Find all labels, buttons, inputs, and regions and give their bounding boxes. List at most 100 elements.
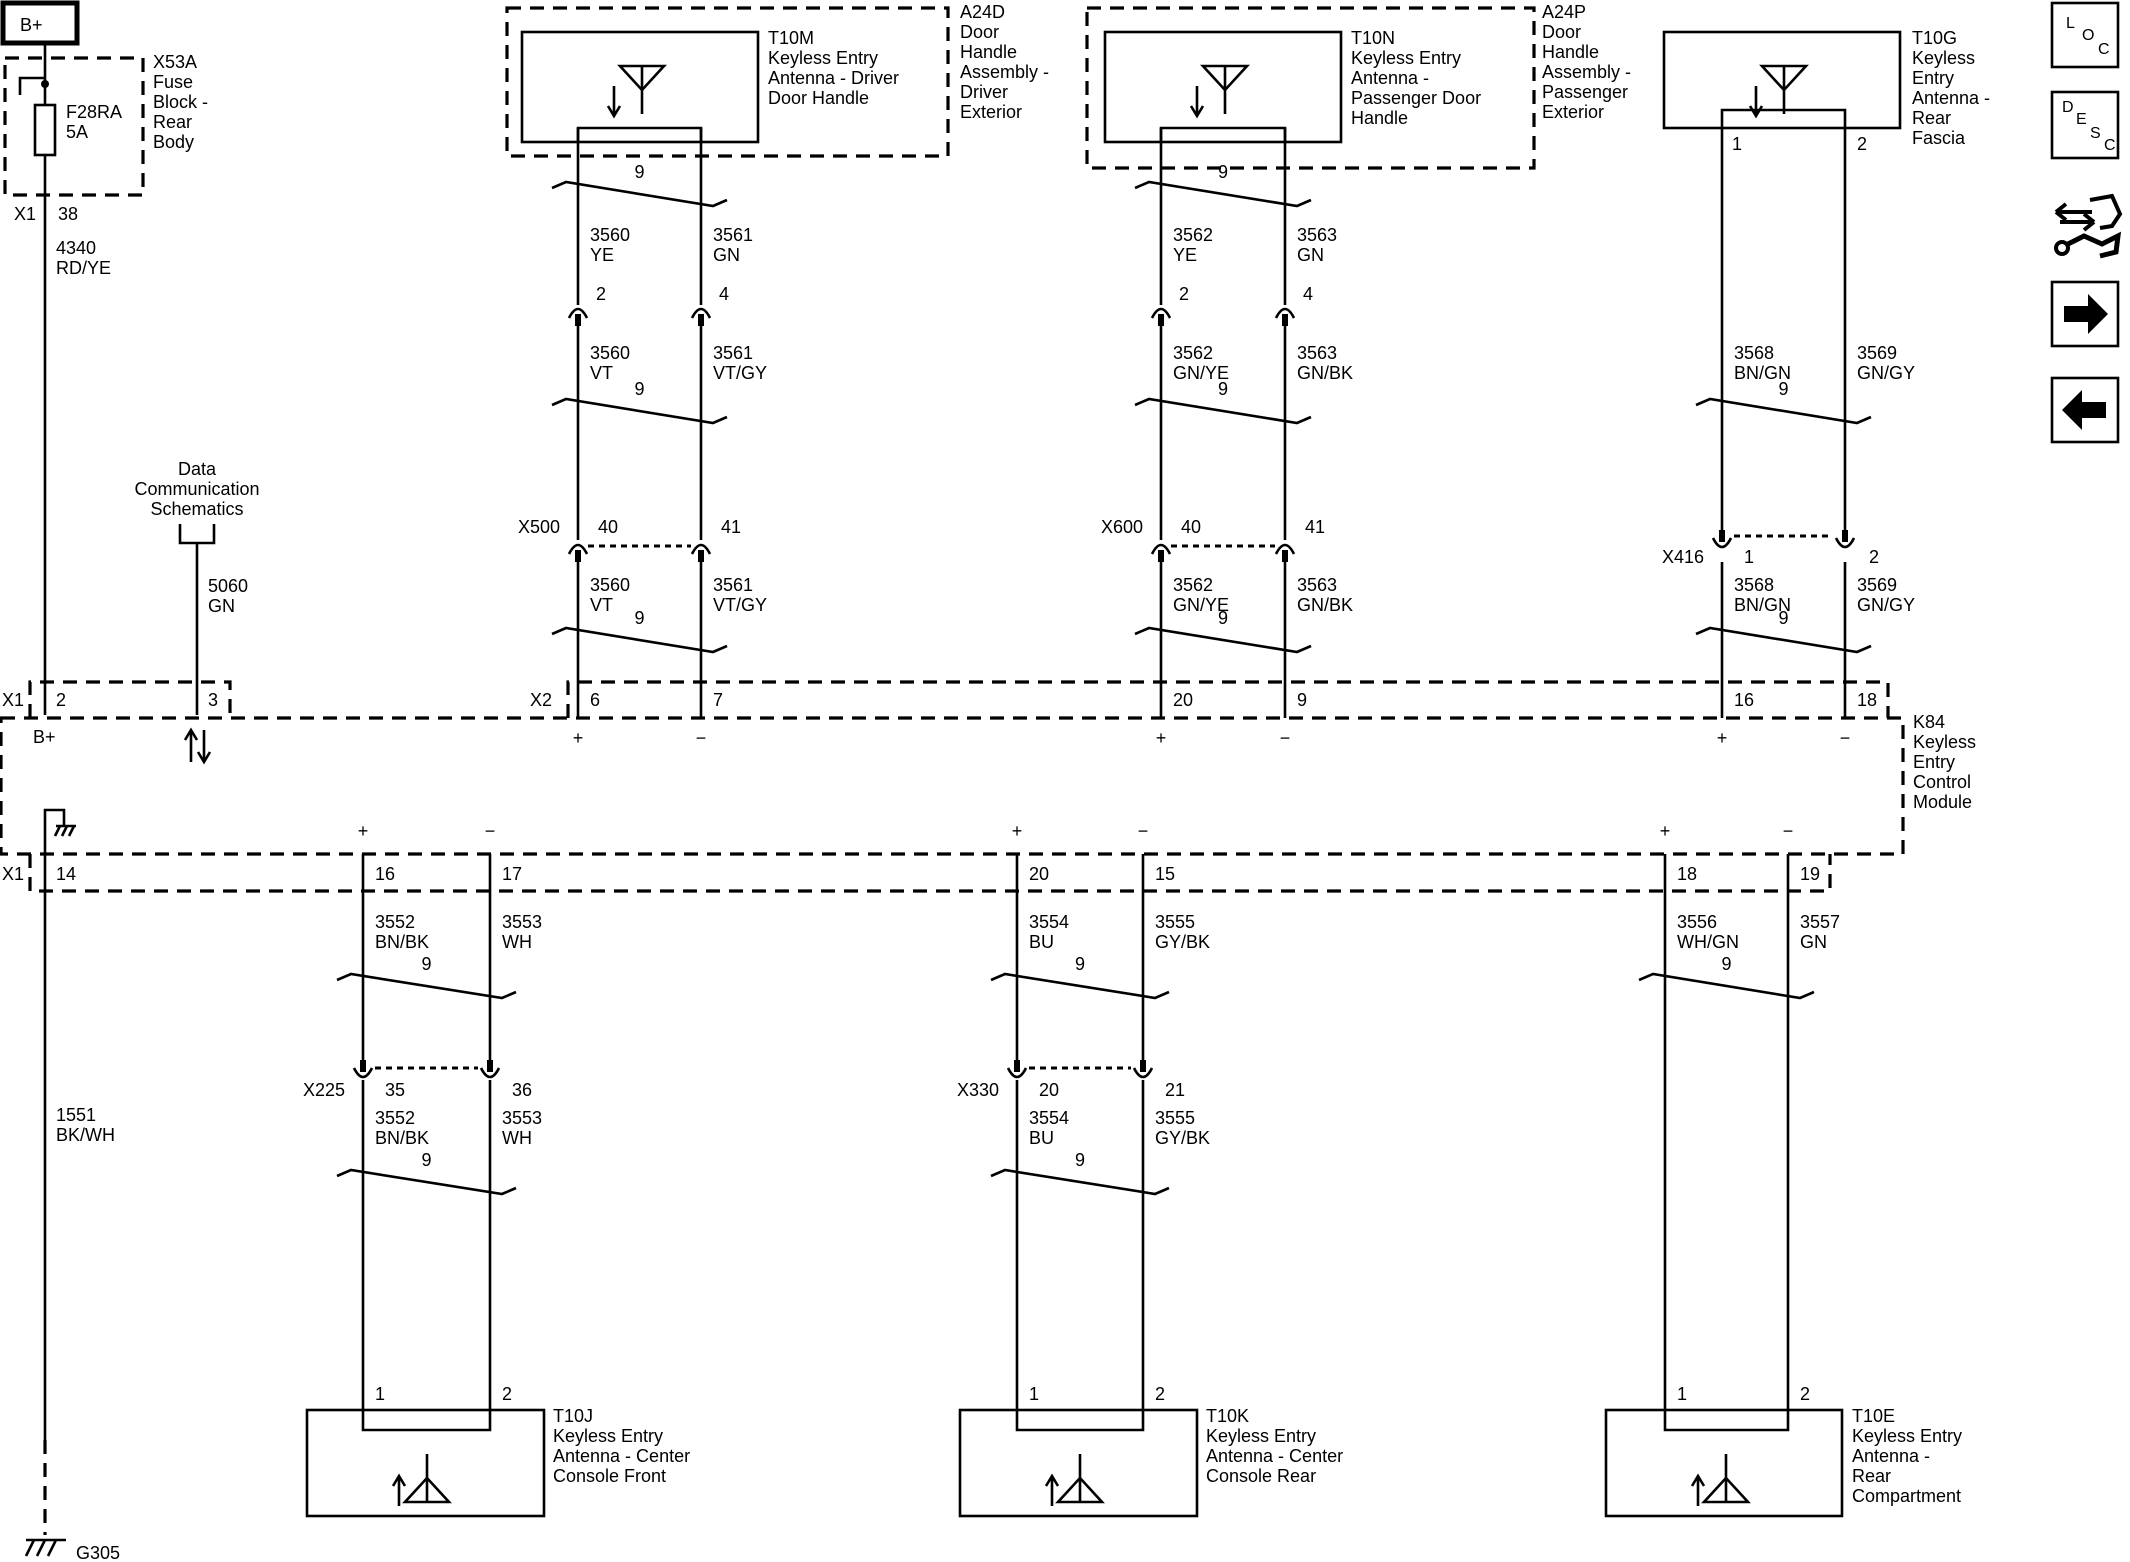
svg-text:9: 9 [1778,608,1788,628]
svg-text:Antenna - Driver: Antenna - Driver [768,68,899,88]
svg-text:3553: 3553 [502,1108,542,1128]
svg-text:Fascia: Fascia [1912,128,1966,148]
svg-text:WH: WH [502,1128,532,1148]
svg-text:9: 9 [1075,954,1085,974]
svg-text:Keyless Entry: Keyless Entry [553,1426,663,1446]
svg-text:3554: 3554 [1029,1108,1069,1128]
svg-text:VT/GY: VT/GY [713,363,767,383]
svg-text:E: E [2076,111,2087,128]
svg-text:Antenna - Center: Antenna - Center [553,1446,690,1466]
svg-text:Communication: Communication [134,479,259,499]
arrow-left-icon[interactable] [2050,376,2120,444]
svg-text:WH: WH [502,932,532,952]
twisted-pair-marker: 9 [1134,162,1312,208]
svg-text:A24P: A24P [1542,2,1586,22]
svg-text:3560: 3560 [590,225,630,245]
svg-text:+: + [1717,728,1728,748]
svg-text:Keyless: Keyless [1912,48,1975,68]
svg-text:YE: YE [590,245,614,265]
antenna-component-box [305,1408,546,1518]
svg-text:B+: B+ [20,15,43,35]
svg-text:Assembly -: Assembly - [960,62,1049,82]
module-k84-label: K84 Keyless Entry Control Module [1913,712,1976,812]
inline-connector-pin [479,1060,501,1079]
svg-text:Exterior: Exterior [960,102,1022,122]
inline-connector-id: X600 [1101,517,1143,537]
svg-text:Compartment: Compartment [1852,1486,1961,1506]
twisted-pair-marker: 9 [1695,379,1872,425]
svg-text:2: 2 [1155,1384,1165,1404]
inline-connector-pin [1274,543,1296,562]
antenna-component-box [1604,1408,1844,1518]
svg-text:Assembly -: Assembly - [1542,62,1631,82]
arrow-right-icon[interactable] [2050,280,2120,348]
svg-text:1: 1 [1029,1384,1039,1404]
twisted-pair-marker: 9 [1134,379,1312,425]
svg-text:+: + [573,728,584,748]
svg-text:9: 9 [634,379,644,399]
svg-text:2: 2 [1179,284,1189,304]
svg-text:Data: Data [178,459,217,479]
inline-connector-pin [1132,1060,1154,1079]
svg-text:GN/YE: GN/YE [1173,595,1229,615]
svg-text:3555: 3555 [1155,1108,1195,1128]
svg-text:−: − [696,728,707,748]
svg-text:1: 1 [1677,1384,1687,1404]
fuse-bus [18,63,47,95]
svg-text:3555: 3555 [1155,912,1195,932]
fuse-rating: 5A [66,122,88,142]
svg-text:GN/BK: GN/BK [1297,595,1353,615]
svg-text:Keyless: Keyless [1913,732,1976,752]
svg-text:Door: Door [1542,22,1581,42]
svg-text:X2: X2 [530,690,552,710]
svg-text:X53A: X53A [153,52,197,72]
svg-text:3552: 3552 [375,912,415,932]
svg-text:GY/BK: GY/BK [1155,1128,1210,1148]
svg-text:3: 3 [208,690,218,710]
svg-text:3569: 3569 [1857,343,1897,363]
antenna-component-box [1662,30,1902,130]
twisted-pair-marker: 9 [551,162,728,208]
wire-color: RD/YE [56,258,111,278]
svg-text:+: + [1660,821,1671,841]
fuse-icon [33,103,57,157]
twisted-pair-marker: 9 [1695,608,1872,654]
svg-text:Fuse: Fuse [153,72,193,92]
svg-text:40: 40 [1181,517,1201,537]
inline-connector-pin [690,543,712,562]
nav-desc-button[interactable]: D E S C [2050,90,2120,160]
svg-text:6: 6 [590,690,600,710]
twisted-pair-marker: 9 [1638,954,1815,1000]
svg-text:9: 9 [421,1150,431,1170]
svg-text:BU: BU [1029,932,1054,952]
svg-text:BN/GN: BN/GN [1734,363,1791,383]
svg-text:3568: 3568 [1734,575,1774,595]
svg-text:X1: X1 [2,690,24,710]
svg-text:3562: 3562 [1173,225,1213,245]
svg-text:4: 4 [1303,284,1313,304]
svg-text:GN: GN [713,245,740,265]
svg-text:3563: 3563 [1297,225,1337,245]
svg-text:19: 19 [1800,864,1820,884]
connector-tool-icon[interactable] [2050,180,2123,260]
inline-connector-pin [567,543,589,562]
svg-text:VT: VT [590,595,613,615]
inline-connector-pin [690,307,712,326]
nav-loc-button[interactable]: L O C [2050,1,2120,69]
svg-text:Keyless Entry: Keyless Entry [1351,48,1461,68]
svg-text:Keyless Entry: Keyless Entry [768,48,878,68]
svg-text:C: C [2098,41,2110,58]
inline-connector-pin [1006,1060,1028,1079]
x1-top-connector [28,680,232,718]
fuse-id: F28RA [66,102,122,122]
svg-text:9: 9 [1218,162,1228,182]
svg-text:38: 38 [58,204,78,224]
svg-text:Keyless Entry: Keyless Entry [1852,1426,1962,1446]
svg-text:Keyless Entry: Keyless Entry [1206,1426,1316,1446]
svg-text:41: 41 [721,517,741,537]
